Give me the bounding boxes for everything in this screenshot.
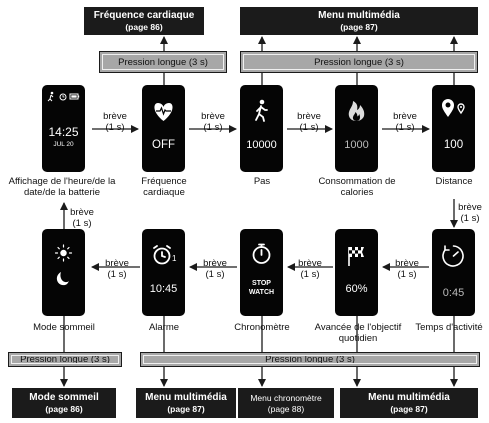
calories-value: 1000 xyxy=(344,139,369,151)
activity-value: 0:45 xyxy=(442,287,465,299)
steps-value: 10000 xyxy=(246,139,277,151)
time-screen: 14:25 JUL 20 xyxy=(42,85,85,172)
walking-icon xyxy=(255,99,268,122)
multimedia-box-1-ref: (page 87) xyxy=(167,404,205,414)
multimedia-top-box: Menu multimédia (page 87) xyxy=(240,7,478,35)
long-press-label: Pression longue (3 s) xyxy=(314,56,404,68)
short-press-label-1: brève(1 s) xyxy=(103,111,127,133)
multimedia-top-box-title: Menu multimédia xyxy=(318,10,400,21)
sleep-screen xyxy=(42,229,85,316)
stopwatch-icon xyxy=(252,243,271,264)
alarm-number: 1 xyxy=(172,254,177,263)
status-icons xyxy=(47,91,80,102)
date-value: JUL 20 xyxy=(53,141,74,148)
time-value: 14:25 xyxy=(48,125,79,139)
short-press-label-3: brève(1 s) xyxy=(297,111,321,133)
checkered-flag-icon xyxy=(348,247,364,266)
label-sleep: Mode sommeil xyxy=(33,322,95,333)
label-activity: Temps d'activité xyxy=(415,322,483,333)
multimedia-top-box-ref: (page 87) xyxy=(340,22,378,32)
alarm-screen: 1 10:45 xyxy=(142,229,185,316)
label-stopwatch: Chronomètre xyxy=(234,322,290,333)
short-press-label-8: brève(1 s) xyxy=(105,258,129,280)
long-press-bar-sleep: Pression longue (3 s) xyxy=(8,352,122,367)
label-distance: Distance xyxy=(435,176,473,187)
goal-value: 60% xyxy=(345,283,368,295)
distance-screen: 100 xyxy=(432,85,475,172)
short-press-label-2: brève(1 s) xyxy=(201,111,225,133)
heart-rate-box-title: Fréquence cardiaque xyxy=(93,10,195,21)
multimedia-box-1-title: Menu multimédia xyxy=(145,392,227,403)
activity-screen: 0:45 xyxy=(432,229,475,316)
stopwatch-menu-box: Menu chronomètre (page 88) xyxy=(238,388,334,418)
label-heart-rate: Fréquence cardiaque xyxy=(141,176,187,198)
label-goal: Avancée de l'objectif quotidien xyxy=(314,322,402,344)
sleep-mode-box: Mode sommeil (page 86) xyxy=(12,388,116,418)
label-alarm: Alarme xyxy=(148,322,180,333)
heart-rate-value: OFF xyxy=(152,139,175,151)
stopwatch-screen: STOP WATCH xyxy=(240,229,283,316)
stopwatch-menu-box-ref: (page 88) xyxy=(267,404,305,414)
steps-screen: 10000 xyxy=(240,85,283,172)
heart-rate-screen: OFF xyxy=(142,85,185,172)
short-press-label-right: brève(1 s) xyxy=(458,202,482,224)
short-press-label-4: brève(1 s) xyxy=(393,111,417,133)
alarm-value: 10:45 xyxy=(149,283,178,295)
long-press-label: Pression longue (3 s) xyxy=(20,354,110,365)
activity-timer-icon xyxy=(442,245,464,267)
long-press-bar-heart: Pression longue (3 s) xyxy=(99,51,227,73)
calories-screen: 1000 xyxy=(335,85,378,172)
label-time: Affichage de l'heure/de la date/de la ba… xyxy=(8,176,116,198)
long-press-bar-bottom: Pression longue (3 s) xyxy=(140,352,480,367)
stopwatch-menu-box-title: Menu chronomètre xyxy=(250,393,322,403)
stopwatch-text: STOP WATCH xyxy=(248,280,275,296)
heart-rate-box: Fréquence cardiaque (page 86) xyxy=(84,7,204,35)
label-calories: Consommation de calories xyxy=(318,176,396,198)
short-press-label-left: brève(1 s) xyxy=(70,207,94,229)
label-steps: Pas xyxy=(253,176,271,187)
distance-value: 100 xyxy=(443,139,464,151)
multimedia-box-2-title: Menu multimédia xyxy=(368,392,450,403)
heart-rate-box-ref: (page 86) xyxy=(125,22,163,32)
goal-screen: 60% xyxy=(335,229,378,316)
alarm-clock-icon xyxy=(153,245,171,265)
multimedia-box-2: Menu multimédia (page 87) xyxy=(340,388,478,418)
short-press-label-7: brève(1 s) xyxy=(203,258,227,280)
sleep-icons xyxy=(54,244,73,286)
short-press-label-6: brève(1 s) xyxy=(298,258,322,280)
long-press-bar-multimedia: Pression longue (3 s) xyxy=(240,51,478,73)
location-pin-icon xyxy=(442,99,465,117)
multimedia-box-2-ref: (page 87) xyxy=(390,404,428,414)
long-press-label: Pression longue (3 s) xyxy=(118,56,208,68)
heart-icon xyxy=(154,103,173,121)
short-press-label-5: brève(1 s) xyxy=(395,258,419,280)
long-press-label: Pression longue (3 s) xyxy=(265,354,355,365)
sleep-mode-box-title: Mode sommeil xyxy=(29,392,99,403)
flame-icon xyxy=(348,101,365,121)
multimedia-box-1: Menu multimédia (page 87) xyxy=(136,388,236,418)
sleep-mode-box-ref: (page 86) xyxy=(45,404,83,414)
